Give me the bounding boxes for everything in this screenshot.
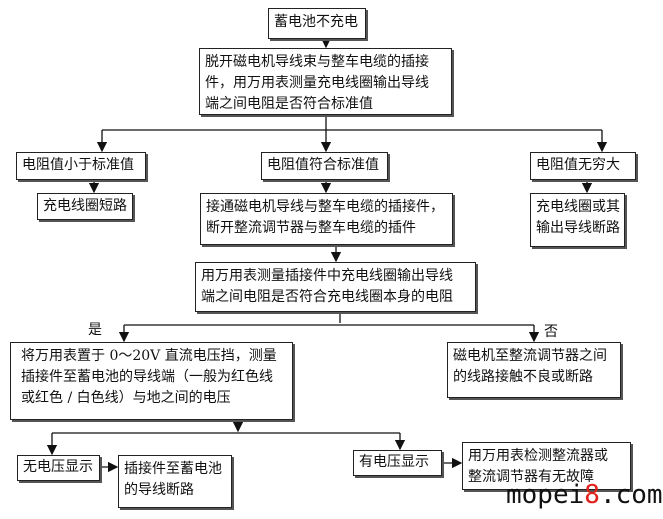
watermark-digit: 8 [584,480,600,510]
node-less-than-standard: 电阻值小于标准值 [16,152,146,180]
node-text: 蓄电池不充电 [274,14,358,30]
node-text: 端之间电阻是否符合充电线圈本身的电阻 [201,289,453,305]
node-text: 输出导线断路 [536,220,620,236]
node-coil-open: 充电线圈或其输出导线断路 [530,193,625,247]
node-text: 电阻值无穷大 [536,157,620,173]
node-text: 充电线圈或其 [536,199,620,215]
node-text: 整流调节器有无故障 [468,469,594,485]
node-text: 端之间电阻是否符合标准值 [205,96,373,112]
node-has-voltage: 有电压显示 [353,450,442,476]
node-text: 插接件至蓄电池 [124,461,222,477]
node-wire-break: 插接件至蓄电池的导线断路 [118,455,232,508]
node-infinite: 电阻值无穷大 [530,152,636,180]
node-text: 用万用表测量插接件中充电线圈输出导线 [201,268,453,284]
node-text: 的导线断路 [124,482,194,498]
node-measure-plug: 用万用表测量插接件中充电线圈输出导线端之间电阻是否符合充电线圈本身的电阻 [195,262,476,312]
node-text: 的线路接触不良或断路 [453,369,593,385]
node-text: 无电压显示 [23,459,93,475]
node-text: 电阻值小于标准值 [22,157,134,173]
watermark-text: mopei [506,480,585,510]
node-text: 电阻值符合标准值 [267,157,379,173]
node-line-fault: 磁电机至整流调节器之间的线路接触不良或断路 [447,342,621,398]
node-text: 断开整流调节器与整车电缆的插件 [206,220,416,236]
watermark: mopei8.com [506,480,663,510]
node-text: 用万用表检测整流器或 [468,448,608,464]
node-measure-coil: 脱开磁电机导线束与整车电缆的插接件，用万用表测量充电线圈输出导线端之间电阻是否符… [199,48,452,115]
node-text: 充电线圈短路 [43,198,127,214]
node-coil-short: 充电线圈短路 [37,193,133,220]
node-text: 件，用万用表测量充电线圈输出导线 [205,75,429,91]
label-yes: 是 [88,322,102,338]
node-matches-standard: 电阻值符合标准值 [261,152,388,180]
node-text: 有电压显示 [359,454,429,470]
node-no-voltage: 无电压显示 [17,455,100,481]
node-text: 脱开磁电机导线束与整车电缆的插接 [205,54,429,70]
node-text: 插接件至蓄电池的导线端（一般为红色线 [21,369,273,385]
node-reconnect: 接通磁电机导线与整车电缆的插接件， 断开整流调节器与整车电缆的插件 [200,193,453,245]
node-text: 将万用表置于 0～20V 直流电压挡，测量 [21,348,277,364]
watermark-suffix: .com [599,480,663,510]
label-no: 否 [544,324,558,340]
node-text: 磁电机至整流调节器之间 [453,348,607,364]
node-text: 接通磁电机导线与整车电缆的插接件， [206,199,444,215]
node-check-regulator: 用万用表检测整流器或整流调节器有无故障 [462,442,631,490]
node-measure-voltage: 将万用表置于 0～20V 直流电压挡，测量插接件至蓄电池的导线端（一般为红色线或… [10,342,293,420]
node-start: 蓄电池不充电 [268,8,366,39]
node-text: 或红色 / 白色线）与地之间的电压 [21,390,231,406]
